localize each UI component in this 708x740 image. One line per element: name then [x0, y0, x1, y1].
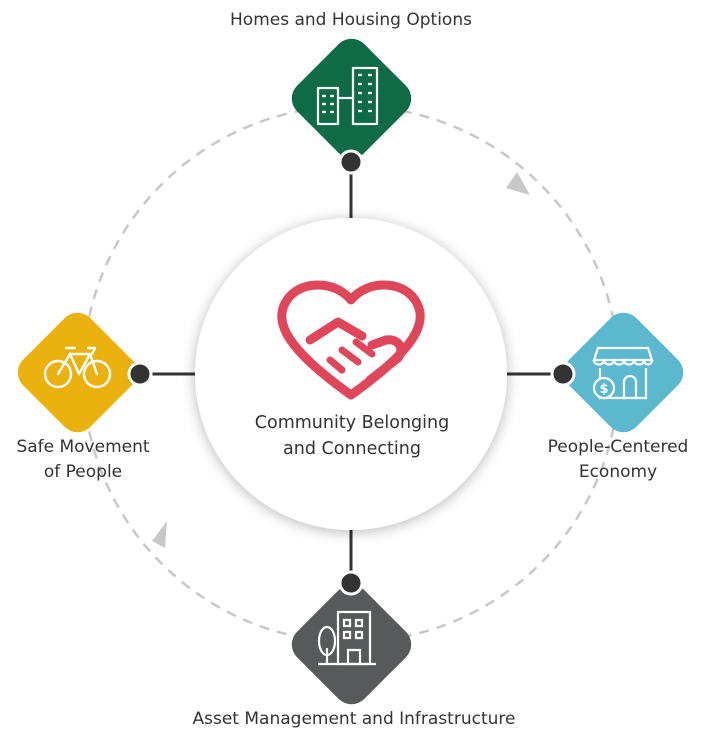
- infrastructure-diamond: [291, 584, 412, 705]
- infrastructure-connector-dot: [338, 570, 364, 596]
- cycle-arrowhead-top-right: [506, 172, 530, 195]
- economy-diamond: [563, 312, 684, 433]
- center-label: Community Belonging and Connecting: [204, 410, 500, 462]
- economy-connector-dot: [550, 361, 576, 387]
- buildings-icon: [316, 66, 379, 126]
- infrastructure-label: Asset Management and Infrastructure: [192, 709, 516, 729]
- node-economy[interactable]: $: [550, 305, 691, 439]
- housing-connector-dot: [338, 149, 364, 175]
- economy-label-line1: People-Centered: [547, 437, 689, 457]
- handshake-heart-icon: [277, 280, 425, 400]
- mobility-connector-dot: [127, 361, 153, 387]
- dollar-symbol: $: [599, 382, 608, 397]
- node-housing[interactable]: [284, 31, 418, 175]
- mobility-label-line1: Safe Movement: [16, 437, 150, 457]
- center-circle: [195, 218, 507, 530]
- mobility-label-line2: of People: [43, 462, 123, 482]
- storefront-icon: [592, 346, 654, 400]
- housing-label: Homes and Housing Options: [230, 10, 472, 30]
- economy-label-line2: Economy: [578, 462, 658, 482]
- center-label-line1: Community Belonging: [254, 413, 450, 433]
- building-tree-icon: [317, 610, 376, 666]
- cycle-arrowhead-bottom-left: [152, 521, 167, 548]
- center-label-line2: and Connecting: [283, 439, 421, 459]
- node-infrastructure[interactable]: [284, 570, 418, 712]
- bicycle-icon: [43, 346, 112, 389]
- node-mobility[interactable]: [10, 305, 153, 439]
